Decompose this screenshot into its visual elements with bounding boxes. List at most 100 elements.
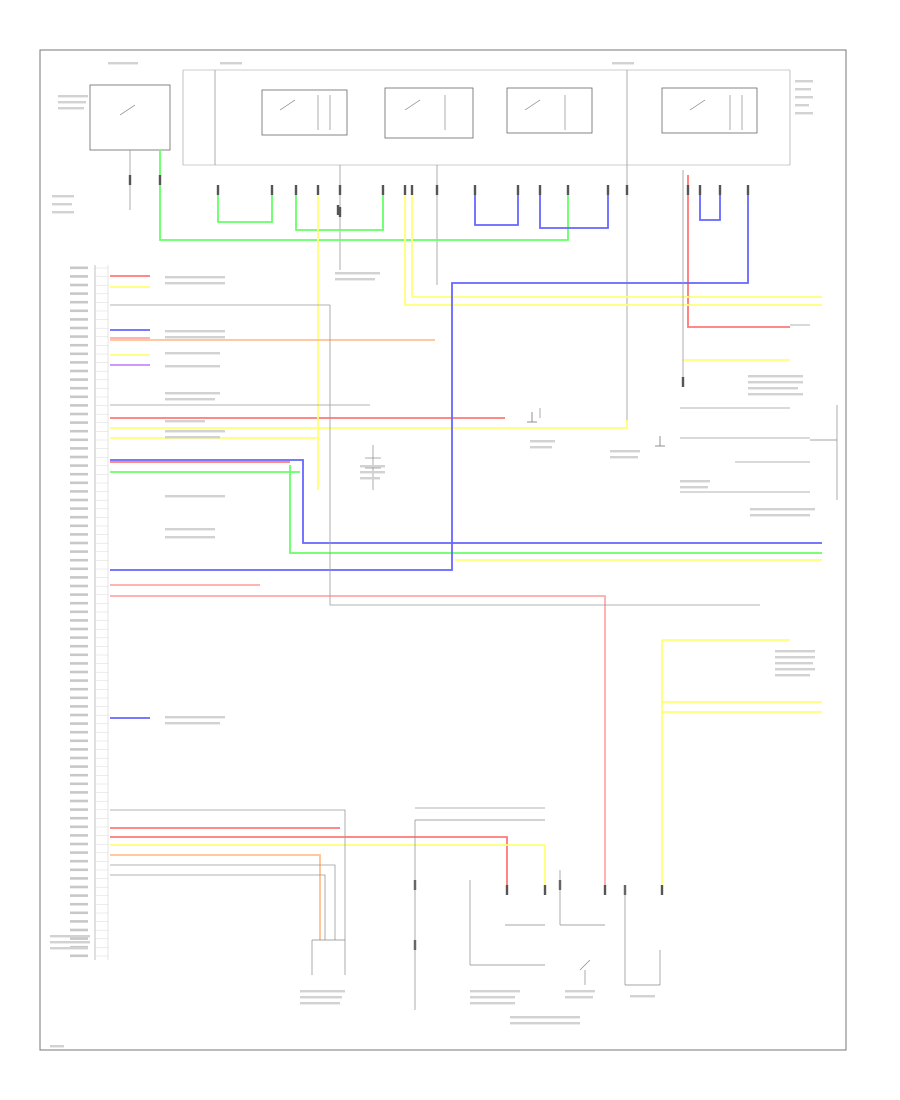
connector-stub-4: [294, 185, 298, 195]
fine-print-mark: [52, 203, 72, 206]
ecu-pin-label-mark: [70, 412, 88, 416]
ecu-pin-label-mark: [70, 558, 88, 562]
wire-gray-40: [110, 809, 346, 940]
fine-print-mark: [795, 112, 813, 115]
ecu-pin-label-mark: [70, 584, 88, 588]
connector-stub-17: [686, 185, 690, 195]
fine-print-mark: [748, 375, 803, 378]
connector-stub-20: [746, 185, 750, 195]
wire-blue-31: [699, 185, 721, 221]
fine-print-mark: [795, 88, 811, 91]
fine-print-mark: [775, 668, 815, 671]
wire-green-0: [159, 150, 569, 241]
fine-print-mark: [565, 990, 595, 993]
fine-print-mark: [50, 947, 88, 950]
right-sensor-box: [810, 405, 838, 500]
ecu-pin-label-mark: [70, 490, 88, 493]
fine-print-mark: [750, 508, 815, 511]
fine-print-mark: [775, 656, 815, 659]
wire-pink-32: [110, 595, 606, 885]
ecu-pin-label-mark: [70, 455, 88, 459]
fine-print-mark: [775, 650, 815, 653]
ecu-pin-label-mark: [70, 386, 88, 390]
wire-blue-27: [110, 185, 749, 571]
ecu-pin-label-mark: [70, 851, 88, 854]
ecu-pin-label-mark: [70, 593, 88, 596]
ecu-pin-label-mark: [70, 808, 88, 811]
wire-blue-28: [110, 459, 822, 544]
fine-print-mark: [530, 446, 552, 449]
ecu-pin-label-mark: [70, 920, 88, 923]
connector-stub-8: [403, 185, 407, 195]
fine-print-mark: [165, 436, 220, 439]
fine-print-mark: [165, 352, 220, 355]
fine-print-mark: [58, 107, 84, 110]
fine-print-mark: [748, 393, 803, 396]
ecu-pin-label-mark: [70, 705, 88, 708]
ecu-pin-label-mark: [70, 300, 88, 304]
fine-print-mark: [165, 330, 225, 333]
wire-yellow-11: [404, 185, 822, 306]
ecu-pin-label-mark: [70, 653, 88, 657]
ecu-pin-label-mark: [70, 687, 88, 691]
fine-print-mark: [565, 996, 593, 999]
ecu-pin-label-mark: [70, 644, 88, 648]
ecu-pin-label-mark: [70, 834, 88, 837]
ecu-pin-label-mark: [70, 326, 88, 330]
connector-stub-5: [316, 185, 320, 195]
ground-symbol-b: [655, 436, 665, 447]
ecu-pin-label-mark: [70, 765, 88, 768]
connector-stub-12: [516, 185, 520, 195]
fine-print-mark: [300, 990, 345, 993]
fine-print-mark: [748, 387, 798, 390]
ecu-pin-label-mark: [70, 404, 88, 407]
connector-stub-18: [698, 185, 702, 195]
wire-yellow-16: [110, 844, 546, 885]
ecu-pin-label-mark: [70, 266, 88, 270]
fine-print-mark: [795, 104, 809, 107]
ecu-pin-label-mark: [70, 335, 88, 338]
ecu-pin-label-mark: [70, 756, 88, 760]
relay-2: [384, 87, 474, 139]
fine-print-mark: [610, 456, 638, 459]
sensor-symbol-center: [365, 445, 381, 490]
ecu-pin-label-mark: [70, 361, 88, 364]
ecu-pin-label-mark: [70, 498, 88, 502]
ecu-pin-label-mark: [70, 567, 88, 571]
ecu-pin-label-mark: [70, 378, 88, 381]
fine-print-mark: [165, 282, 225, 285]
fine-print-mark: [335, 278, 375, 281]
connector-stub-9: [410, 185, 414, 195]
fine-print-mark: [52, 211, 74, 214]
ecu-connector-column: [70, 265, 109, 960]
fine-print-mark: [58, 95, 88, 98]
ecu-pin-label-mark: [70, 954, 88, 958]
ecu-pin-label-mark: [70, 928, 88, 932]
ecu-pin-label-mark: [70, 696, 88, 700]
drop-wires-gray: [129, 70, 628, 420]
fine-print-mark: [165, 716, 225, 719]
ecu-pin-label-mark: [70, 859, 88, 863]
fine-print-mark: [50, 941, 90, 944]
ecu-pin-label-mark: [70, 894, 88, 897]
ecu-pin-label-mark: [70, 937, 88, 940]
ecu-pin-label-mark: [70, 550, 88, 553]
bottom-sensor-cluster: [311, 819, 661, 1010]
ecu-pin-label-mark: [70, 472, 88, 476]
fine-print-mark: [50, 1045, 64, 1048]
ecu-pin-label-mark: [70, 318, 88, 321]
fine-print-mark: [775, 662, 813, 665]
fine-print-mark: [220, 62, 242, 65]
ecu-pin-label-mark: [70, 636, 88, 639]
connector-stub-2: [216, 185, 220, 195]
connector-stub-14: [566, 185, 570, 195]
fine-print-mark: [165, 398, 215, 401]
junction-block: [182, 69, 791, 166]
ecu-pin-label-mark: [70, 438, 88, 442]
fine-print-mark: [750, 514, 810, 517]
ecu-pin-label-mark: [70, 343, 88, 347]
ecu-pin-label-mark: [70, 610, 88, 614]
ecu-pin-label-mark: [70, 533, 88, 536]
ecu-pin-label-mark: [70, 662, 88, 665]
connector-stub-3: [270, 185, 274, 195]
